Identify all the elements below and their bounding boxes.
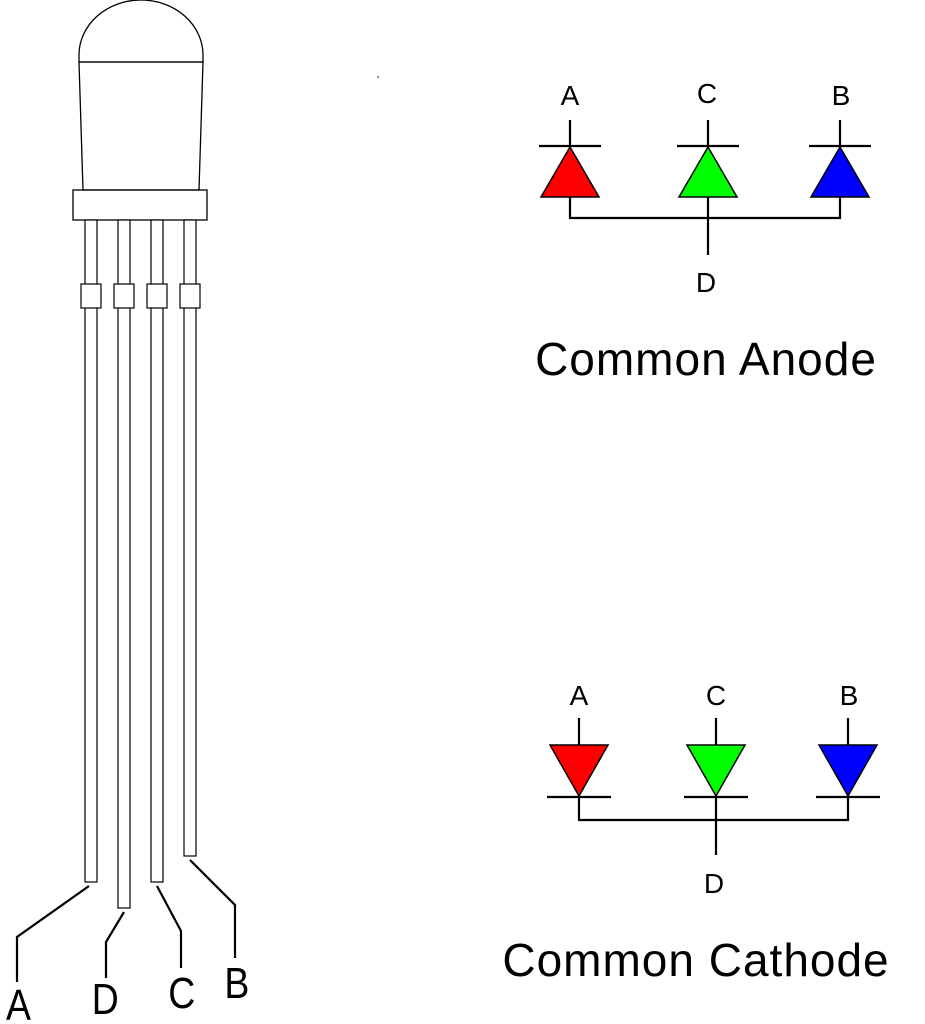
led-body [78,61,204,191]
anode-diode-blue [809,145,871,198]
anode-common-label: D [696,267,716,298]
pin-label-c: C [168,968,195,1018]
leader-line-d [104,911,125,978]
lead-a [80,219,102,883]
led-dome [78,0,204,63]
cathode-common-label: D [704,868,724,899]
led-package [72,0,208,221]
lead-b [179,219,201,857]
anode-diode-label-b: B [832,80,851,111]
pin-label-d: D [92,974,119,1024]
leader-line-b [189,859,237,958]
led-leads [80,219,201,909]
cathode-diode-label-a: A [570,680,589,711]
cathode-diode-label-b: B [840,680,859,711]
leader-line-c [156,885,183,968]
pin-label-a: A [6,980,32,1024]
anode-diode-red [539,145,601,198]
cathode-diode-red [548,744,610,798]
cathode-diode-label-c: C [706,680,726,711]
led-flange [72,189,208,221]
lead-d [113,219,135,909]
leader-line-a [15,885,90,982]
anode-diode-label-c: C [697,78,717,109]
pin-leader-lines [15,859,237,982]
common-anode-title: Common Anode [535,333,877,385]
pin-label-b: B [224,958,249,1008]
cathode-diode-green [685,744,747,798]
common-cathode-title: Common Cathode [502,934,889,986]
anode-diode-label-a: A [561,80,580,111]
cathode-diode-blue [817,744,879,798]
pin-labels: A D C B [6,958,249,1024]
anode-diode-green [677,145,739,198]
common-cathode-schematic: A C B D Common Cathode [502,680,889,986]
stray-dot [377,76,379,78]
common-anode-schematic: A C B D Common Anode [535,78,877,385]
lead-c [146,219,168,883]
